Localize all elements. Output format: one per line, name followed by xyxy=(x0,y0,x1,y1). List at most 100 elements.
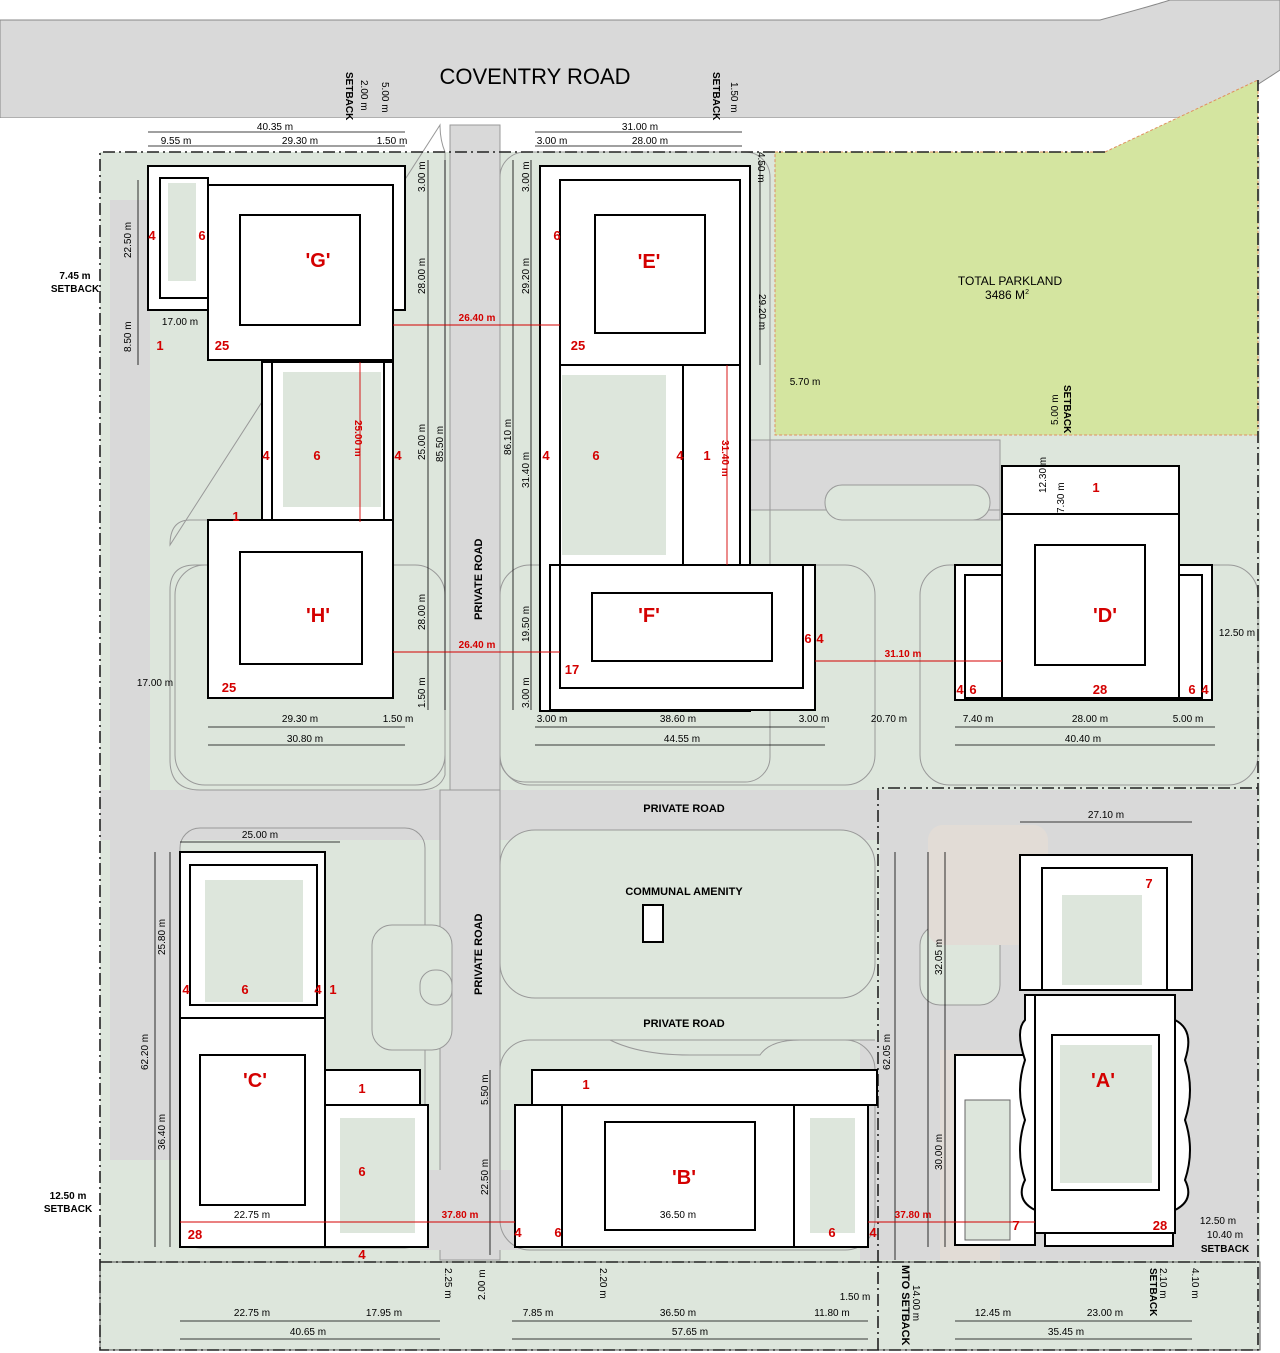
svg-text:12.50 m: 12.50 m xyxy=(1219,628,1255,639)
svg-text:22.75 m: 22.75 m xyxy=(234,1210,270,1221)
svg-text:6: 6 xyxy=(554,1225,561,1240)
svg-text:31.00 m: 31.00 m xyxy=(622,122,658,133)
svg-text:22.50 m: 22.50 m xyxy=(123,222,134,258)
svg-text:1.50 m: 1.50 m xyxy=(417,677,428,708)
svg-text:4: 4 xyxy=(514,1225,522,1240)
svg-text:57.65 m: 57.65 m xyxy=(672,1327,708,1338)
svg-text:62.20 m: 62.20 m xyxy=(140,1034,151,1070)
svg-text:1: 1 xyxy=(156,338,163,353)
svg-text:86.10 m: 86.10 m xyxy=(503,419,514,455)
svg-text:29.20 m: 29.20 m xyxy=(521,258,532,294)
svg-text:9.55 m: 9.55 m xyxy=(161,136,192,147)
parkland-area: 3486 M2 xyxy=(985,288,1029,302)
svg-text:85.50 m: 85.50 m xyxy=(435,426,446,462)
building-g-label: 'G' xyxy=(305,250,330,272)
building-b-label: 'B' xyxy=(672,1167,696,1189)
svg-text:2.00 m: 2.00 m xyxy=(477,1269,488,1300)
svg-text:28.00 m: 28.00 m xyxy=(632,136,668,147)
svg-text:27.10 m: 27.10 m xyxy=(1088,810,1124,821)
svg-text:4: 4 xyxy=(542,448,550,463)
svg-text:29.30 m: 29.30 m xyxy=(282,136,318,147)
building-h-label: 'H' xyxy=(306,605,330,627)
svg-text:5.70 m: 5.70 m xyxy=(790,377,821,388)
svg-text:6: 6 xyxy=(1188,682,1195,697)
floor-counts: 4 6 1 25 4 6 4 1 25 6 25 4 6 4 1 17 6 4 … xyxy=(148,228,1209,1262)
svg-text:17.95 m: 17.95 m xyxy=(366,1308,402,1319)
red-distance-labels: 26.40 m 25.00 m 26.40 m 31.40 m 31.10 m … xyxy=(352,313,931,1221)
svg-text:7.30 m: 7.30 m xyxy=(1056,482,1067,513)
svg-text:28.00 m: 28.00 m xyxy=(417,258,428,294)
parkland-title: TOTAL PARKLAND xyxy=(958,274,1063,288)
svg-text:SETBACK: SETBACK xyxy=(710,72,721,121)
svg-text:3.00 m: 3.00 m xyxy=(799,714,830,725)
svg-text:12.30 m: 12.30 m xyxy=(1038,457,1049,493)
svg-text:25: 25 xyxy=(571,338,585,353)
svg-text:3.00 m: 3.00 m xyxy=(521,161,532,192)
coventry-road xyxy=(0,0,1280,119)
svg-text:28: 28 xyxy=(188,1227,202,1242)
svg-text:11.80 m: 11.80 m xyxy=(814,1308,849,1319)
svg-text:6: 6 xyxy=(828,1225,835,1240)
driveway-curve xyxy=(609,1039,875,1056)
svg-text:17.00 m: 17.00 m xyxy=(162,317,198,328)
svg-text:35.45 m: 35.45 m xyxy=(1048,1327,1084,1338)
svg-text:4: 4 xyxy=(676,448,684,463)
svg-text:1.50 m: 1.50 m xyxy=(383,714,414,725)
svg-text:28: 28 xyxy=(1093,682,1107,697)
svg-text:62.05 m: 62.05 m xyxy=(882,1034,893,1070)
svg-text:12.50 m: 12.50 m xyxy=(1200,1216,1236,1227)
private-road-label-vertical-1: PRIVATE ROAD xyxy=(473,538,485,620)
svg-text:6: 6 xyxy=(804,631,811,646)
svg-text:5.00 m: 5.00 m xyxy=(1173,714,1204,725)
svg-text:5.00 m: 5.00 m xyxy=(1050,394,1061,425)
svg-text:25.00 m: 25.00 m xyxy=(352,420,363,457)
svg-text:30.80 m: 30.80 m xyxy=(287,734,323,745)
svg-text:17: 17 xyxy=(565,662,579,677)
svg-text:4: 4 xyxy=(869,1225,877,1240)
svg-text:SETBACK: SETBACK xyxy=(1147,1268,1158,1317)
svg-text:2.20 m: 2.20 m xyxy=(597,1268,608,1299)
svg-text:28.00 m: 28.00 m xyxy=(1072,714,1108,725)
svg-text:36.40 m: 36.40 m xyxy=(157,1114,168,1150)
svg-text:1.50 m: 1.50 m xyxy=(377,136,408,147)
svg-text:4: 4 xyxy=(262,448,270,463)
south-strip xyxy=(99,1261,1261,1351)
svg-text:7.45 m: 7.45 m xyxy=(59,271,90,282)
svg-text:1.50 m: 1.50 m xyxy=(840,1292,871,1303)
building-f-label: 'F' xyxy=(638,605,660,627)
svg-text:40.65 m: 40.65 m xyxy=(290,1327,326,1338)
svg-text:5.50 m: 5.50 m xyxy=(480,1074,491,1105)
svg-text:28: 28 xyxy=(1153,1218,1167,1233)
svg-text:1: 1 xyxy=(1092,480,1099,495)
svg-text:40.40 m: 40.40 m xyxy=(1065,734,1101,745)
svg-text:4: 4 xyxy=(358,1247,366,1262)
communal-amenity-label: COMMUNAL AMENITY xyxy=(625,886,743,898)
building-d-label: 'D' xyxy=(1093,605,1117,627)
svg-text:4: 4 xyxy=(148,228,156,243)
svg-text:25.80 m: 25.80 m xyxy=(157,919,168,955)
svg-text:31.10 m: 31.10 m xyxy=(885,649,922,660)
svg-text:25: 25 xyxy=(215,338,229,353)
svg-text:4: 4 xyxy=(1201,682,1209,697)
svg-text:2.10 m: 2.10 m xyxy=(1157,1268,1168,1299)
svg-text:5.00 m: 5.00 m xyxy=(379,82,390,113)
svg-text:7: 7 xyxy=(1145,876,1152,891)
svg-text:SETBACK: SETBACK xyxy=(343,72,354,121)
svg-text:7.85 m: 7.85 m xyxy=(523,1308,554,1319)
svg-text:31.40 m: 31.40 m xyxy=(719,440,730,477)
dimension-labels: 40.35 m 9.55 m 29.30 m 1.50 m 31.00 m 3.… xyxy=(50,80,1255,1338)
svg-text:3.00 m: 3.00 m xyxy=(537,714,568,725)
svg-text:4: 4 xyxy=(816,631,824,646)
svg-text:6: 6 xyxy=(198,228,205,243)
svg-text:31.40 m: 31.40 m xyxy=(521,452,532,488)
svg-text:6: 6 xyxy=(969,682,976,697)
svg-text:25: 25 xyxy=(222,680,236,695)
svg-text:6: 6 xyxy=(592,448,599,463)
svg-text:SETBACK: SETBACK xyxy=(1201,1244,1250,1255)
svg-text:32.05 m: 32.05 m xyxy=(934,939,945,975)
svg-text:12.45 m: 12.45 m xyxy=(975,1308,1011,1319)
svg-text:1: 1 xyxy=(703,448,710,463)
svg-text:14.00 m: 14.00 m xyxy=(910,1285,921,1321)
svg-text:6: 6 xyxy=(553,228,560,243)
